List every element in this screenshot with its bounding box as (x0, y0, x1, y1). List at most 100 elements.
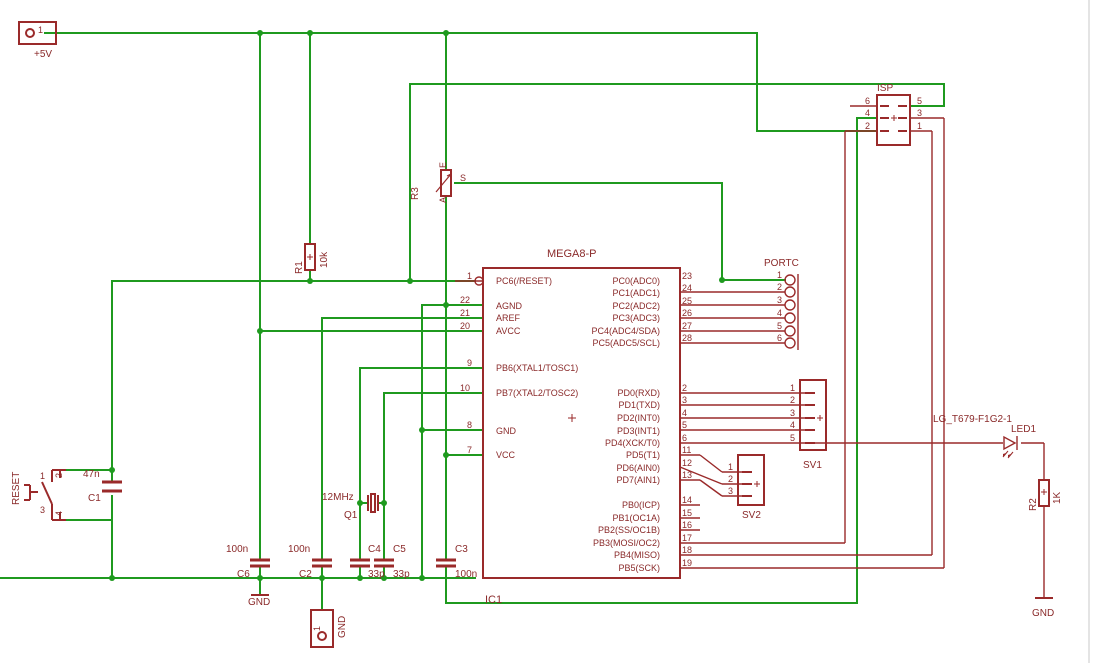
portc-name: PORTC (764, 258, 799, 269)
q1-name: Q1 (344, 510, 358, 521)
ic1-pin-name: VCC (496, 450, 516, 460)
led-led1[interactable]: LG_T679-F1G2-1 LED1 (933, 414, 1036, 459)
ic1-value: MEGA8-P (547, 248, 597, 260)
capacitor-c6[interactable]: 100n C6 (226, 544, 270, 580)
reset-pin: 2 (54, 473, 64, 478)
ic1-pin-name: PB5(SCK) (618, 563, 660, 573)
ic1-pin-num: 25 (682, 296, 692, 306)
gnd-label-c6: GND (248, 597, 270, 608)
isp-pin: 5 (917, 96, 922, 106)
led1-value: LG_T679-F1G2-1 (933, 414, 1012, 425)
ic1-pin-name: PD0(RXD) (617, 388, 660, 398)
c6-name: C6 (237, 569, 250, 580)
header-isp[interactable]: ISP 6 4 2 5 3 1 (850, 83, 922, 146)
gnd-symbol-led: GND (1032, 597, 1054, 619)
sv2-name: SV2 (742, 510, 761, 521)
isp-pin: 3 (917, 108, 922, 118)
capacitor-c4[interactable]: C4 33p (350, 544, 385, 580)
ic1-pin-num: 4 (682, 408, 687, 418)
ic1-pin-num: 2 (682, 383, 687, 393)
ic1-pin-num: 6 (682, 433, 687, 443)
ic1-pin-name: PB2(SS/OC1B) (598, 525, 660, 535)
ic1-pin-num: 10 (460, 383, 470, 393)
resistor-r2[interactable]: R2 1K (1028, 479, 1063, 511)
r2-name: R2 (1028, 498, 1039, 511)
sv1-pin: 5 (790, 433, 795, 443)
ic1-pin-num: 17 (682, 533, 692, 543)
isp-name: ISP (877, 83, 893, 94)
supply-5v-label: +5V (34, 49, 52, 60)
ic1-pin-name: PB4(MISO) (614, 550, 660, 560)
r2-value: 1K (1052, 491, 1063, 504)
reset-pin: 1 (40, 471, 45, 481)
ic1-pin-name: PD5(T1) (626, 450, 660, 460)
ic1-pin-name: PD2(INT0) (617, 413, 660, 423)
r3-pin-e: E (438, 162, 448, 168)
reset-pin: 3 (40, 505, 45, 515)
header-sv1[interactable]: 1 2 3 4 5 SV1 (790, 379, 827, 471)
supply-5v-symbol[interactable]: 1 +5V (18, 21, 57, 60)
net-wires (0, 32, 1045, 611)
led1-name: LED1 (1011, 424, 1036, 435)
sv1-pin: 1 (790, 383, 795, 393)
portc-pin: 6 (777, 333, 782, 343)
capacitor-c2[interactable]: 100n C2 (288, 544, 332, 580)
crystal-q1[interactable]: 12MHz Q1 (322, 492, 379, 521)
gnd-connector[interactable]: 1 GND (310, 609, 348, 648)
c4-name: C4 (368, 544, 381, 555)
ic1-pin-num: 11 (682, 445, 691, 455)
isp-pin: 4 (865, 108, 870, 118)
ic1-pin-name: PB1(OC1A) (612, 513, 660, 523)
ic1-pin-num: 9 (467, 358, 472, 368)
portc-pin: 3 (777, 295, 782, 305)
ic1-pin-name: PC1(ADC1) (612, 288, 660, 298)
ic1-pin-name: PD4(XCK/T0) (605, 438, 660, 448)
ic1-pin-name: PC2(ADC2) (612, 301, 660, 311)
ic1-pin-num: 23 (682, 271, 692, 281)
resistor-r1[interactable]: R1 10k (294, 243, 330, 274)
ic1-pin-name: PC6(/RESET) (496, 276, 552, 286)
sv1-pin: 3 (790, 408, 795, 418)
sv1-pin: 4 (790, 420, 795, 430)
potentiometer-r3[interactable]: R3 A E S (410, 162, 466, 203)
ic1-pin-num: 14 (682, 495, 692, 505)
ic1-pin-num: 8 (467, 420, 472, 430)
reset-name: RESET (11, 472, 22, 505)
r3-name: R3 (410, 187, 421, 200)
header-sv2[interactable]: 1 2 3 SV2 (728, 454, 765, 521)
capacitor-c3[interactable]: C3 100n (436, 544, 477, 580)
junctions (109, 30, 725, 581)
isp-pin: 1 (917, 121, 922, 131)
ic1-pin-num: 27 (682, 321, 692, 331)
ic1-pin-num: 3 (682, 395, 687, 405)
ic1-pin-name: GND (496, 426, 517, 436)
ic1-pin-name: PC4(ADC4/SDA) (591, 326, 660, 336)
gnd-symbol-c6: GND (248, 594, 270, 608)
isp-pin: 6 (865, 96, 870, 106)
ic1-pin-num: 19 (682, 558, 692, 568)
capacitor-c1[interactable]: 47n C1 (83, 469, 122, 504)
ic1-pin-num: 18 (682, 545, 692, 555)
ic1-pin-num: 7 (467, 445, 472, 455)
c1-value: 47n (83, 469, 100, 480)
ic1-pin-name: PB7(XTAL2/TOSC2) (496, 388, 578, 398)
ic1-pin-num: 24 (682, 283, 692, 293)
ic1-pin-name: PB3(MOSI/OC2) (593, 538, 660, 548)
c2-value: 100n (288, 544, 310, 555)
reset-switch[interactable]: RESET 1 2 3 4 (11, 469, 66, 521)
header-portc[interactable]: PORTC 1 2 3 4 5 6 (764, 258, 799, 350)
c3-value: 100n (455, 569, 477, 580)
sv1-pin: 2 (790, 395, 795, 405)
ic1-mega8[interactable]: MEGA8-P IC1 PC6(/RESET) AGND AREF AVCC P… (460, 248, 692, 606)
ic1-pin-num: 20 (460, 321, 470, 331)
ic1-pin-num: 5 (682, 420, 687, 430)
portc-pin: 5 (777, 321, 782, 331)
ic1-pin-num: 22 (460, 295, 470, 305)
c5-value: 33p (393, 569, 410, 580)
ic1-pin-num: 12 (682, 458, 692, 468)
gnd-label-led: GND (1032, 608, 1054, 619)
ic1-pin-num: 13 (682, 470, 692, 480)
ic1-pin-name: PD6(AIN0) (616, 463, 660, 473)
capacitor-c5[interactable]: C5 33p (374, 544, 410, 580)
